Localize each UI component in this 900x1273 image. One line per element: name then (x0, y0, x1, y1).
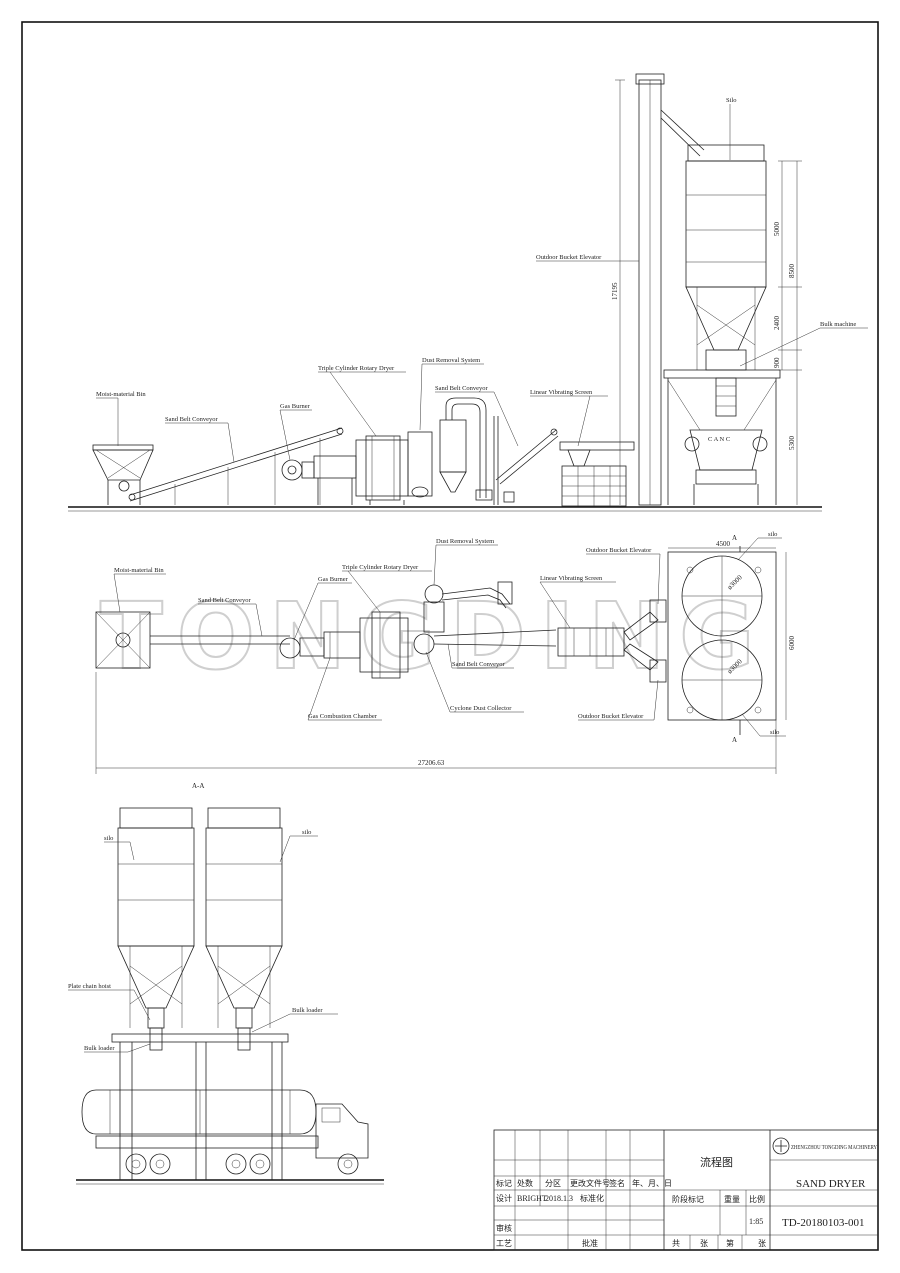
tb-sheets-2: 第 (726, 1238, 734, 1248)
tb-sheets-1: 张 (700, 1239, 708, 1248)
label-bulk-machine: Bulk machine (820, 321, 856, 328)
silo-elevation (663, 144, 781, 505)
company-logo-icon (772, 1137, 790, 1155)
section-mark-top: A (732, 534, 737, 542)
tanker-truck (81, 1089, 369, 1175)
dim-silo-2400: 2400 (773, 316, 781, 331)
label-moist-material-bin: Moist-material Bin (96, 391, 146, 398)
dim-silo-900: 900 (773, 357, 781, 368)
drawing-frame (21, 21, 879, 1251)
linear-vibrating-screen (559, 441, 635, 507)
sand-belt-conveyor-1 (128, 427, 344, 505)
section-label-silo-left: silo (104, 835, 113, 842)
tb-scale-label: 比例 (749, 1194, 765, 1204)
section-label-silo-right: silo (302, 829, 311, 836)
plan-label-outdoor-bucket-elevator-top: Outdoor Bucket Elevator (586, 547, 652, 554)
label-sand-belt-conveyor-1: Sand Belt Conveyor (165, 416, 219, 423)
label-linear-vibrating-screen: Linear Vibrating Screen (530, 389, 593, 396)
tb-design-1: BRIGHT (517, 1194, 547, 1203)
section-label-plate-chain-hoist: Plate chain hoist (68, 983, 111, 990)
plan-label-sand-belt-conveyor: Sand Belt Conveyor (198, 597, 252, 604)
tb-drawing-name: 流程图 (700, 1155, 733, 1169)
section-mark-bottom: A (732, 736, 737, 744)
tb-drawing-number: TD-20180103-001 (782, 1217, 865, 1229)
section-label-bulk-loader-right: Bulk loader (292, 1007, 323, 1014)
tb-company: ZHENGZHOU TONGDING MACHINERY (791, 1144, 877, 1151)
dim-silo-8500: 8500 (788, 264, 796, 279)
tb-scale-value: 1:85 (749, 1217, 763, 1226)
label-silo-elevation: Silo (726, 97, 736, 104)
section-view: A-A (68, 782, 384, 1185)
label-sand-belt-conveyor-2: Sand Belt Conveyor (435, 385, 489, 392)
dim-total-height: 17195 (611, 282, 619, 300)
gas-burner (281, 455, 357, 505)
tb-header-5: 年、月、日 (632, 1178, 672, 1188)
plan-label-gas-combustion-chamber: Gas Combustion Chamber (308, 713, 378, 720)
label-cabinet-mark: C A N C (708, 436, 730, 443)
triple-cylinder-rotary-dryer (355, 431, 433, 505)
plan-label-sand-belt-conveyor-2: Sand Belt Conveyor (452, 661, 506, 668)
tb-design-0: 设计 (496, 1193, 512, 1203)
tb-stage-mark: 阶段标记 (672, 1194, 704, 1204)
plan-label-outdoor-bucket-elevator-bottom: Outdoor Bucket Elevator (578, 713, 644, 720)
dim-overall-length: 27206.63 (418, 759, 445, 767)
label-dust-removal-system: Dust Removal System (422, 357, 480, 364)
plan-label-silo-bottom: silo (770, 729, 779, 736)
tb-approve: 批准 (582, 1238, 598, 1248)
tb-header-3: 更改文件号 (570, 1178, 610, 1188)
sand-belt-conveyor-2 (495, 428, 559, 485)
plan-view: Moist-material Bin Sand Belt Conveyor Ga… (95, 531, 796, 774)
outdoor-bucket-elevator (635, 73, 705, 506)
dim-depth-6000: 6000 (788, 636, 796, 651)
plan-label-triple-cylinder-rotary-dryer: Triple Cylinder Rotary Dryer (342, 564, 419, 571)
tb-weight: 重量 (724, 1194, 740, 1204)
dim-silo-5000: 5000 (773, 222, 781, 237)
plan-label-silo-top: silo (768, 531, 777, 538)
tb-design-3: 标准化 (580, 1193, 604, 1203)
plan-label-linear-vibrating-screen: Linear Vibrating Screen (540, 575, 603, 582)
plan-label-dust-removal-system: Dust Removal System (436, 538, 494, 545)
tb-check: 审核 (496, 1223, 512, 1233)
tb-product: SAND DRYER (796, 1178, 866, 1190)
plan-label-gas-burner: Gas Burner (318, 576, 349, 583)
plan-label-cyclone-dust-collector: Cyclone Dust Collector (450, 705, 512, 712)
label-triple-cylinder-rotary-dryer: Triple Cylinder Rotary Dryer (318, 365, 395, 372)
tb-header-0: 标记 (496, 1178, 512, 1188)
tb-header-2: 分区 (545, 1179, 561, 1188)
dust-removal-system (439, 397, 515, 505)
tb-design-2: 2018.1.3 (545, 1194, 573, 1203)
section-title: A-A (192, 782, 204, 790)
title-block: 标记 处数 分区 更改文件号 签名 年、月、日 设计 BRIGHT 2018.1… (493, 1129, 879, 1251)
elevation-view: Silo Outdoor Bucket Elevator Bulk machin… (68, 73, 868, 512)
tb-sheets-3: 张 (758, 1239, 766, 1248)
tb-header-1: 处数 (517, 1178, 533, 1188)
tb-process: 工艺 (496, 1239, 512, 1248)
tb-header-4: 签名 (609, 1178, 625, 1188)
dim-support-5300: 5300 (788, 436, 796, 451)
plan-label-moist-material-bin: Moist-material Bin (114, 567, 164, 574)
section-label-bulk-loader-left: Bulk loader (84, 1045, 115, 1052)
label-gas-burner: Gas Burner (280, 403, 311, 410)
dim-width-4500: 4500 (716, 540, 731, 548)
label-outdoor-bucket-elevator: Outdoor Bucket Elevator (536, 254, 602, 261)
tb-sheets-0: 共 (672, 1239, 680, 1248)
moist-material-bin (92, 444, 154, 505)
